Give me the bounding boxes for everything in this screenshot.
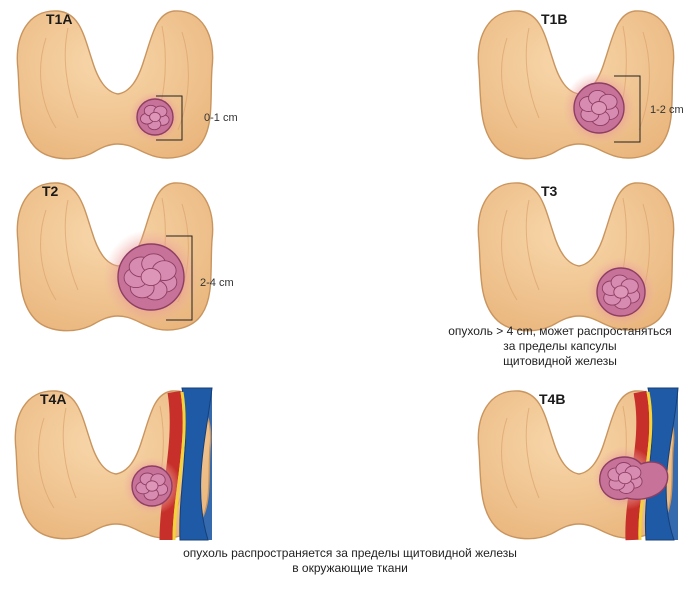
lobe-texture bbox=[62, 407, 77, 499]
t3-note-line: опухоль > 4 cm, может распростаняться bbox=[448, 324, 672, 338]
tumor bbox=[562, 71, 636, 145]
nerve-shape bbox=[172, 391, 186, 541]
lobe-texture bbox=[638, 31, 650, 131]
bracket-line bbox=[166, 235, 193, 321]
t3-note-line: щитовидной железы bbox=[503, 354, 617, 368]
lobe-texture bbox=[38, 417, 55, 509]
size-bracket: 2-4 cm bbox=[166, 235, 234, 321]
tumor bbox=[103, 229, 199, 325]
lobe-texture bbox=[501, 209, 518, 301]
tumor-lobule bbox=[617, 471, 633, 485]
lobe-texture bbox=[64, 199, 79, 291]
lobe-texture bbox=[525, 27, 540, 119]
lobe-texture bbox=[40, 209, 57, 301]
tumor bbox=[123, 457, 181, 515]
tumor-lobule bbox=[145, 480, 159, 492]
lobe-texture bbox=[525, 407, 540, 499]
size-bracket: 1-2 cm bbox=[614, 75, 684, 143]
size-bracket: 0-1 cm bbox=[156, 95, 238, 141]
panel-label: T1A bbox=[46, 11, 72, 27]
lobe-texture bbox=[525, 199, 540, 291]
tumor-lobule bbox=[149, 111, 161, 123]
panel-label: T3 bbox=[541, 183, 558, 199]
lobe-texture bbox=[40, 37, 57, 129]
t4-note-line: в окружающие ткани bbox=[292, 561, 408, 575]
size-label: 0-1 cm bbox=[204, 112, 238, 124]
t3-note-line: за пределы капсулы bbox=[503, 339, 617, 353]
lobe-texture bbox=[64, 27, 79, 119]
tumor-lobule bbox=[140, 267, 162, 287]
tumor bbox=[593, 446, 669, 510]
lobe-texture bbox=[177, 31, 189, 131]
tumor bbox=[586, 257, 656, 327]
vein-shape bbox=[644, 387, 679, 541]
t4-note-line: опухоль распространяется за пределы щито… bbox=[183, 546, 517, 560]
panel-label: T1B bbox=[541, 11, 567, 27]
thyroid-gland bbox=[16, 10, 214, 160]
vein-shape bbox=[179, 387, 213, 541]
tumor-lobule bbox=[591, 101, 607, 115]
lobe-texture bbox=[501, 417, 518, 509]
t4-description: опухоль распространяется за пределы щито… bbox=[130, 546, 570, 576]
size-label: 1-2 cm bbox=[650, 104, 684, 116]
tumor-lobule bbox=[613, 285, 629, 299]
panel-label: T2 bbox=[42, 183, 59, 199]
t3-description: опухоль > 4 cm, может распростаняться за… bbox=[420, 324, 700, 369]
lobe-texture bbox=[501, 37, 518, 129]
bracket-line bbox=[614, 75, 641, 143]
panel-label: T4B bbox=[539, 391, 565, 407]
gland-outline bbox=[16, 10, 214, 160]
panel-label: T4A bbox=[40, 391, 66, 407]
size-label: 2-4 cm bbox=[200, 277, 234, 289]
tumor bbox=[128, 90, 182, 144]
bracket-line bbox=[156, 95, 183, 141]
